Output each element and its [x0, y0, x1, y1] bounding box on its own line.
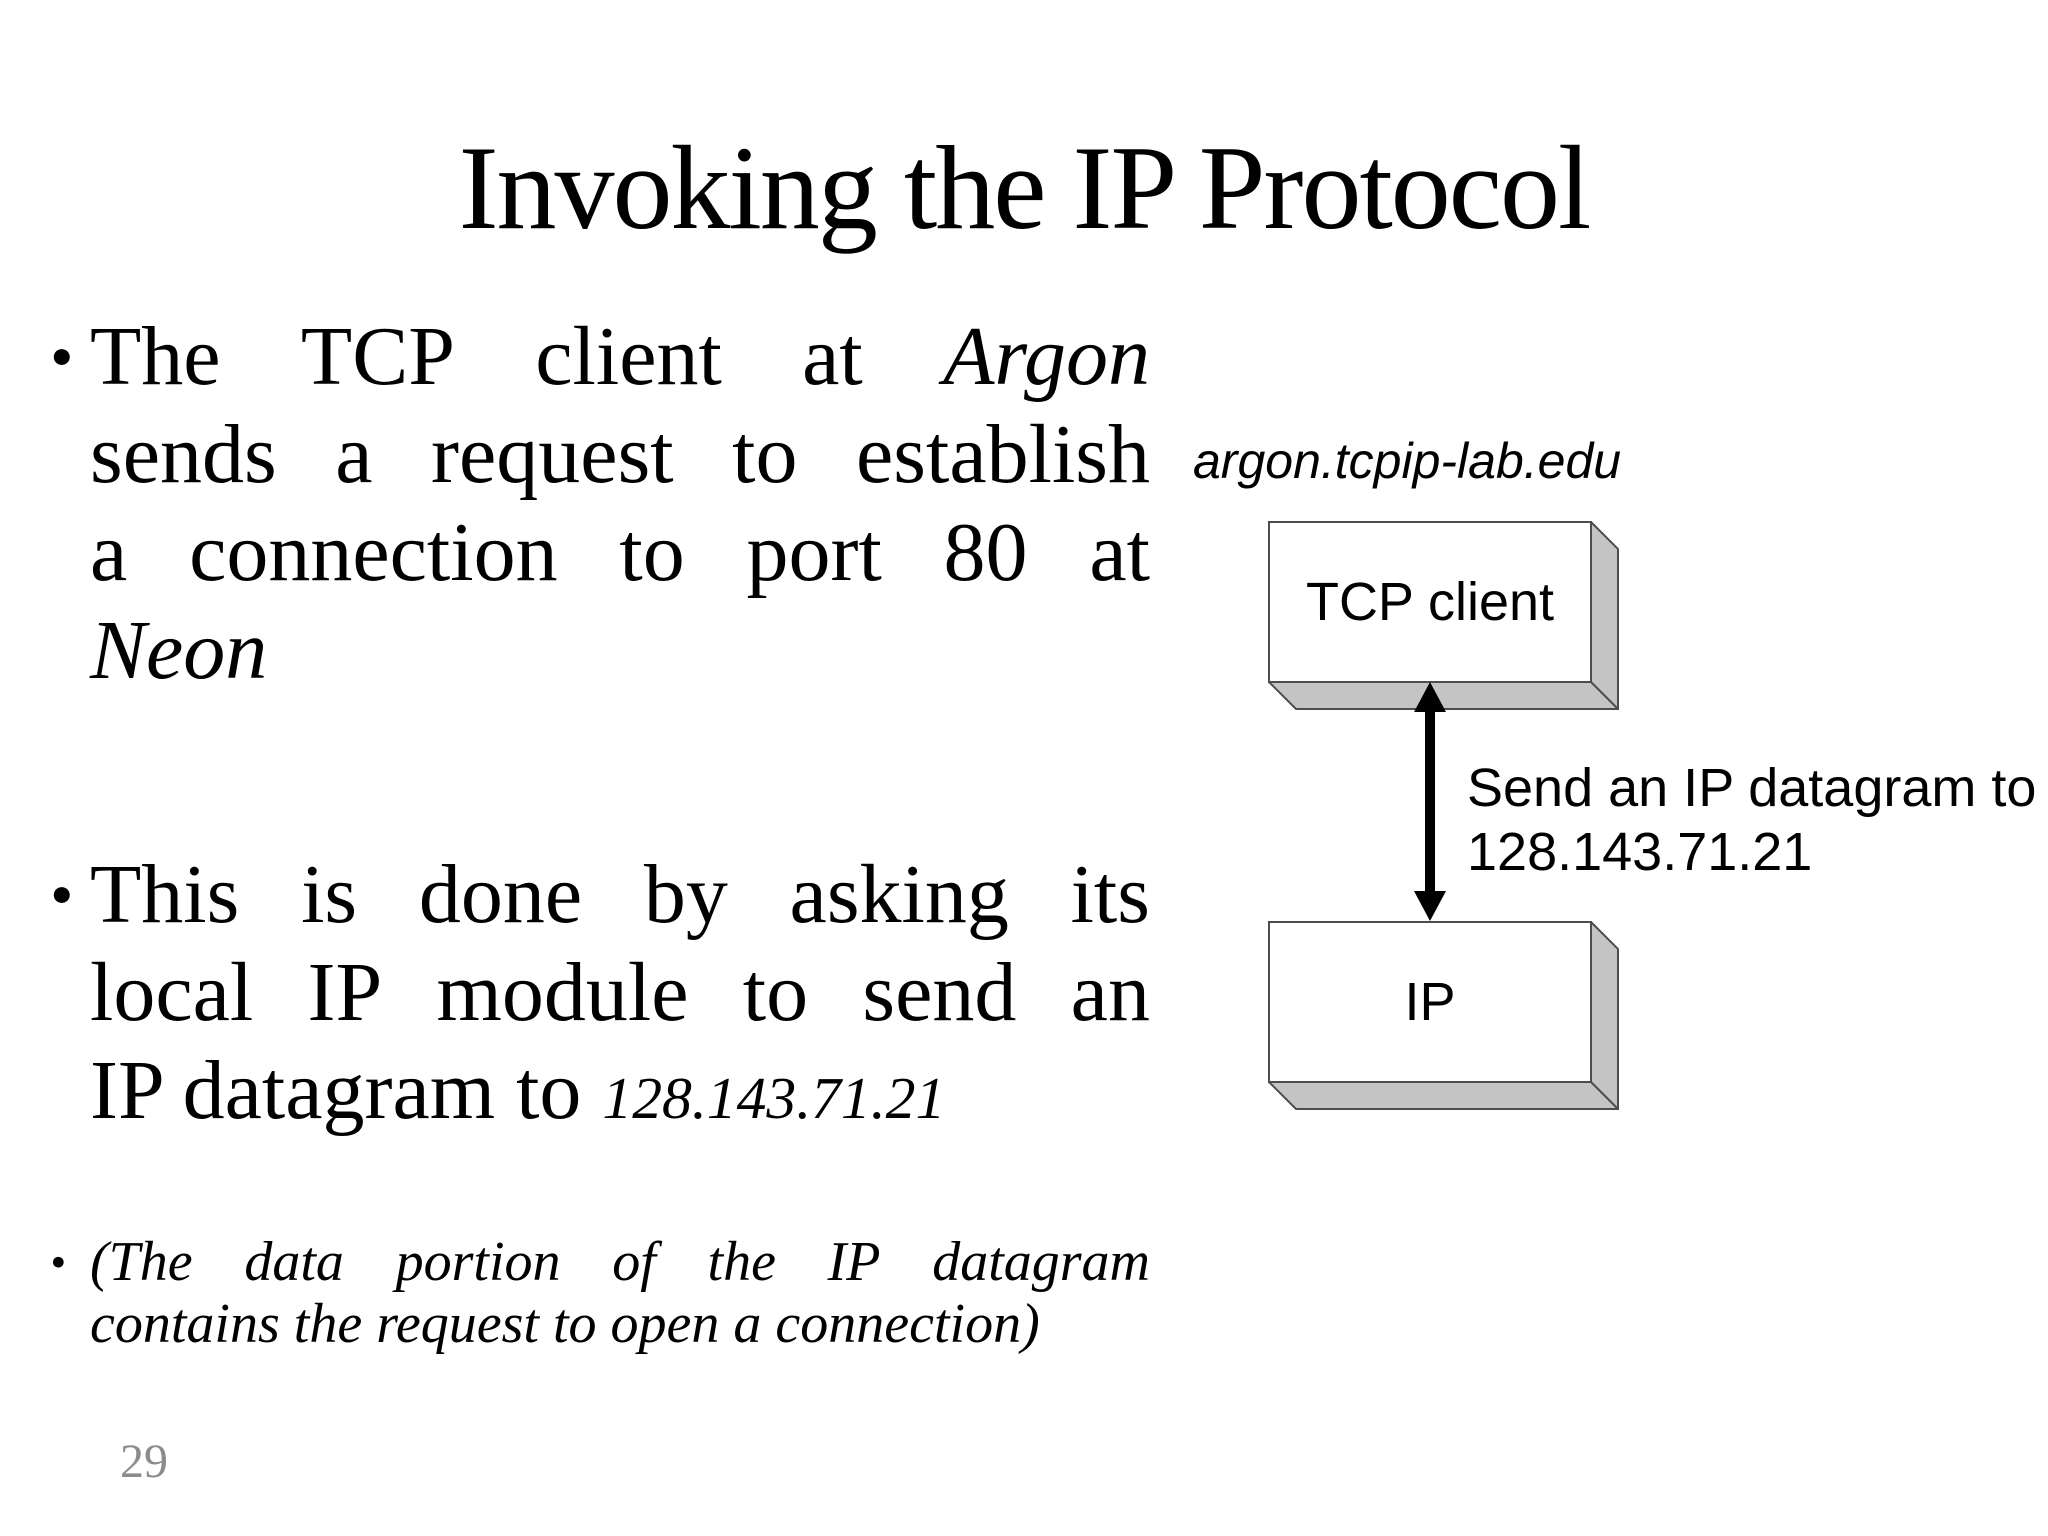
- bullet-word: connection): [775, 1293, 1040, 1355]
- bullet-word: portion: [395, 1231, 561, 1293]
- bullet-marker: •: [50, 319, 74, 394]
- bullet-word: at: [1089, 506, 1150, 599]
- bullet-word: asking: [789, 848, 1009, 941]
- page-number: 29: [120, 1435, 168, 1488]
- bullet-word: to: [516, 1044, 582, 1137]
- bullet-word: local: [90, 946, 254, 1039]
- bullet-word: is: [301, 848, 358, 941]
- bullet-word: establish: [856, 408, 1150, 501]
- bullet-word: a: [733, 1293, 762, 1355]
- bullet-word: to: [732, 408, 798, 501]
- bullet-word: TCP: [300, 310, 455, 403]
- bullet-word: This: [90, 848, 240, 941]
- tcp-client-box: [1268, 521, 1619, 710]
- ip-box-label: IP: [1404, 972, 1456, 1032]
- bullet-word: data: [244, 1231, 344, 1293]
- bullet-line: contains the request to open a connectio…: [90, 1293, 1150, 1355]
- bullet-line: Neon: [90, 602, 1150, 700]
- bullet-word: (The: [90, 1231, 193, 1293]
- bullet-word: at: [802, 310, 863, 403]
- bullet-word: Argon: [943, 310, 1150, 403]
- bullet-word: to: [742, 946, 809, 1039]
- bullet-word: send: [862, 946, 1017, 1039]
- arrow-label-line1: Send an IP datagram to: [1467, 758, 2037, 818]
- bullet-word: contains: [90, 1293, 280, 1355]
- bullet-word: a: [90, 506, 128, 599]
- slide-title: Invoking the IP Protocol: [458, 121, 1592, 254]
- arrow-label: Send an IP datagram to 128.143.71.21: [1467, 756, 2036, 884]
- bullet-word: IP: [307, 946, 383, 1039]
- bullet-marker: •: [50, 857, 74, 932]
- bullet-word: the: [707, 1231, 776, 1293]
- bullet-word: to: [619, 506, 685, 599]
- bullet-marker: •: [50, 1237, 66, 1287]
- bullet-word: 80: [943, 506, 1028, 599]
- bullet-word: open: [610, 1293, 720, 1355]
- bullet-word: done: [418, 848, 583, 941]
- bullet-word: its: [1070, 848, 1150, 941]
- bullet-word: the: [293, 1293, 363, 1355]
- bullet-word: request: [376, 1293, 539, 1355]
- host-label: argon.tcpip-lab.edu: [1193, 433, 1622, 489]
- bullet-word: 128.143.71.21: [602, 1065, 946, 1131]
- bullet-word: datagram: [182, 1044, 496, 1137]
- double-arrow-icon: [1414, 682, 1446, 921]
- bullet-word: module: [436, 946, 689, 1039]
- bullet-word: client: [535, 310, 722, 403]
- tcp-client-box-label: TCP client: [1305, 572, 1555, 632]
- ip-box: [1268, 921, 1619, 1110]
- bullet-word: to: [552, 1293, 597, 1355]
- bullet-word: by: [643, 848, 728, 941]
- arrow-label-line2: 128.143.71.21: [1467, 822, 1813, 882]
- bullet-word: IP: [90, 1044, 162, 1137]
- bullet-word: Neon: [90, 604, 268, 697]
- bullet-line: IP datagram to 128.143.71.21: [90, 1042, 1150, 1147]
- bullet-word: datagram: [932, 1231, 1150, 1293]
- bullet-word: connection: [189, 506, 558, 599]
- bullet-word: sends: [90, 408, 277, 501]
- bullet-word: of: [612, 1231, 656, 1293]
- bullet-word: port: [746, 506, 882, 599]
- bullet-word: The: [90, 310, 221, 403]
- bullet-word: a: [335, 408, 373, 501]
- bullet-line: The TCP client at Argon: [90, 308, 1150, 406]
- bullet-word: an: [1070, 946, 1150, 1039]
- bullet-word: request: [431, 408, 674, 501]
- bullet-word: IP: [827, 1231, 881, 1293]
